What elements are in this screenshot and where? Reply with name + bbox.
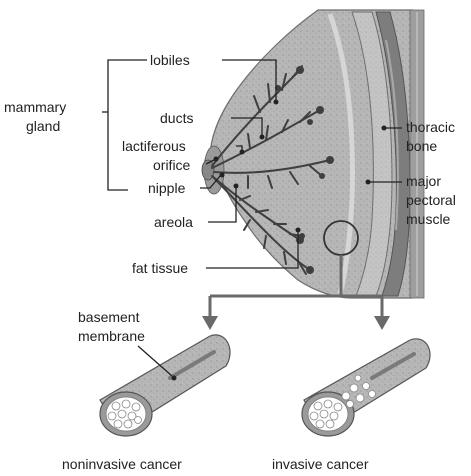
label-pectoral: pectoral [406,192,456,208]
label-thoracic: thoracic [406,119,455,135]
label-nipple: nipple [148,180,186,196]
label-invasive-cancer: invasive cancer [272,456,369,472]
arrow-down-left [202,316,218,330]
label-membrane: membrane [78,328,145,344]
label-gland: gland [26,118,60,134]
arrow-down-right [374,316,390,330]
label-lobiles: lobiles [150,52,190,68]
label-lactiferous: lactiferous [122,138,186,154]
label-fat-tissue: fat tissue [132,260,188,276]
label-ducts: ducts [160,110,193,126]
label-muscle: muscle [406,211,451,227]
label-areola: areola [154,214,193,230]
invasive-duct-tube [302,339,430,436]
label-major: major [406,173,441,189]
label-noninvasive-cancer: noninvasive cancer [62,456,182,472]
label-basement: basement [78,309,140,325]
label-orifice: orifice [153,157,191,173]
noninvasive-duct-tube [100,335,230,436]
breast-cross-section [202,10,424,298]
label-mammary: mammary [4,99,66,115]
label-bone: bone [406,138,437,154]
